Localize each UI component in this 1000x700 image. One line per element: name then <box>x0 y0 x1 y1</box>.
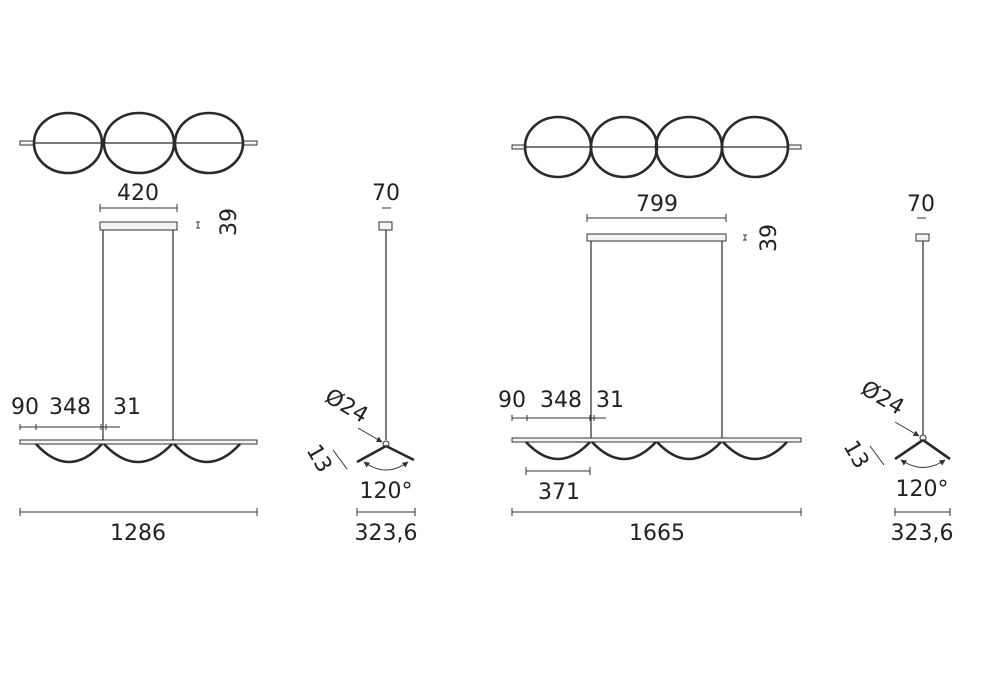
diameter-label: Ø24 <box>320 384 372 428</box>
segment-label: 348 <box>540 388 582 413</box>
canopy-width-label: 799 <box>636 192 678 217</box>
side-canopy-width-label: 70 <box>372 181 400 206</box>
canopy <box>99 221 178 231</box>
total-length-label: 1665 <box>629 521 685 546</box>
offset-wire-label: 31 <box>596 388 624 413</box>
total-length-label: 1286 <box>110 521 166 546</box>
left-side-view: 70 Ø24 13 120° 323,6 <box>301 181 418 546</box>
left-front-view: 420 39 90 348 31 1286 <box>11 181 258 546</box>
canopy <box>586 233 727 242</box>
canopy-height-label: 39 <box>757 224 782 252</box>
diffuser-width-label: 371 <box>538 480 580 505</box>
depth-label: 323,6 <box>355 521 418 546</box>
arm-thickness-label: 13 <box>838 436 874 473</box>
canopy-height-label: 39 <box>217 208 242 236</box>
bar <box>19 439 258 445</box>
segment-label: 348 <box>49 395 91 420</box>
canopy-width-label: 420 <box>117 181 159 206</box>
diameter-label: Ø24 <box>856 376 908 420</box>
depth-label: 323,6 <box>891 521 954 546</box>
right-front-view: 799 39 90 348 31 371 1665 <box>498 192 802 546</box>
left-top-view <box>19 111 258 175</box>
side-canopy-width-label: 70 <box>907 192 935 217</box>
bar <box>511 437 802 443</box>
offset-end-label: 90 <box>11 395 39 420</box>
right-top-view <box>511 115 802 179</box>
offset-end-label: 90 <box>498 388 526 413</box>
offset-wire-label: 31 <box>113 395 141 420</box>
angle-label: 120° <box>360 479 413 504</box>
right-side-view: 70 Ø24 13 120° 323,6 <box>838 192 954 546</box>
angle-label: 120° <box>896 477 949 502</box>
arm-thickness-label: 13 <box>301 440 337 477</box>
